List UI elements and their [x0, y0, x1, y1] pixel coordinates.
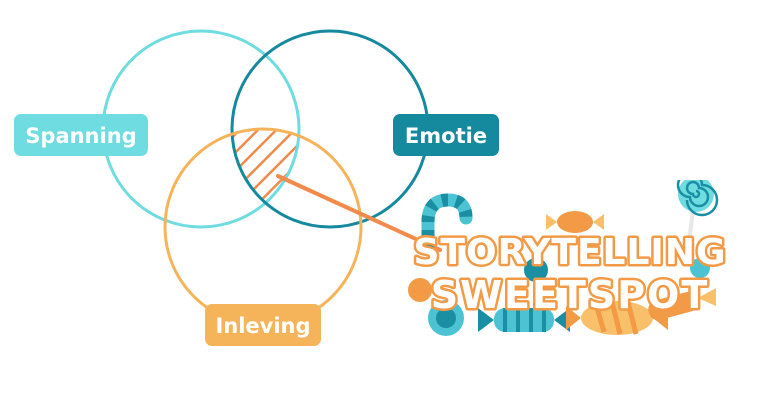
inleving-label-bg — [205, 304, 321, 346]
logo-title-line1: STORYTELLING — [413, 232, 726, 273]
wrapped-candy-icon — [546, 211, 604, 233]
round-candy-icon — [408, 258, 710, 336]
logo-title-line2: SWEETSPOT — [431, 273, 710, 317]
emotie-label: Emotie — [393, 114, 499, 156]
spanning-label: Spanning — [14, 114, 148, 156]
spanning-label-text: Spanning — [25, 124, 136, 148]
wrapped-candy-icon — [478, 308, 570, 332]
emotie-label-bg — [393, 114, 499, 156]
spanning-label-bg — [14, 114, 148, 156]
emotie-label-text: Emotie — [405, 124, 487, 148]
wrapped-candy-icon — [648, 288, 716, 321]
candy-cane-icon — [421, 193, 473, 257]
sweetspot-hatch-area — [232, 129, 299, 227]
inleving-label: Inleving — [205, 304, 321, 346]
inleving-label-text: Inleving — [215, 314, 310, 338]
sweetspot-connector-line — [276, 174, 442, 252]
storytelling-sweetspot-logo: STORYTELLING SWEETSPOT — [408, 180, 728, 336]
lollipop-icon — [676, 180, 719, 251]
